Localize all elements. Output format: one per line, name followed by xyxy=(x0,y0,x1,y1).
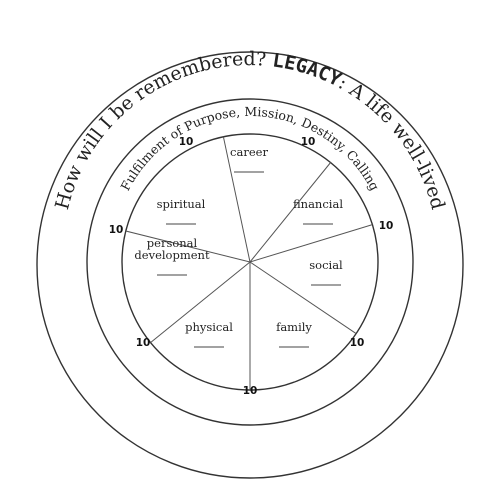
wheel-spokes xyxy=(125,136,373,390)
segment: physical xyxy=(185,320,233,348)
segment: spiritual xyxy=(157,197,206,225)
score-label: 10 xyxy=(136,337,151,349)
spoke-line xyxy=(249,261,357,335)
score-label: 10 xyxy=(301,136,316,148)
legacy-keyword: LEGACY xyxy=(271,49,345,91)
wheel-scores: 10 10 10 10 10 10 10 xyxy=(109,136,394,397)
legacy-heading: How will I be remembered? LEGACY: A life… xyxy=(51,48,449,212)
wheel-segments: career financial social family physical perso… xyxy=(134,145,343,348)
score-label: 10 xyxy=(179,136,194,148)
spoke-line xyxy=(150,261,251,343)
segment: career xyxy=(230,145,268,173)
segment-label: physical xyxy=(185,320,233,334)
segment-label: social xyxy=(309,258,343,272)
segment: family xyxy=(276,320,312,348)
spoke-line xyxy=(249,162,331,263)
segment-label: spiritual xyxy=(157,197,206,211)
middle-circle xyxy=(86,98,414,426)
score-label: 10 xyxy=(243,385,258,397)
segment-label: financial xyxy=(293,197,343,211)
spoke-line xyxy=(249,224,373,263)
spoke-line xyxy=(222,136,251,263)
outer-circle xyxy=(36,51,464,479)
score-label: 10 xyxy=(109,224,124,236)
segment-label: family xyxy=(276,320,312,334)
spoke-line xyxy=(125,230,251,263)
segment: financial xyxy=(293,197,343,225)
segment-label: career xyxy=(230,145,268,159)
score-label: 10 xyxy=(350,337,365,349)
segment: social xyxy=(309,258,343,286)
score-label: 10 xyxy=(379,220,394,232)
